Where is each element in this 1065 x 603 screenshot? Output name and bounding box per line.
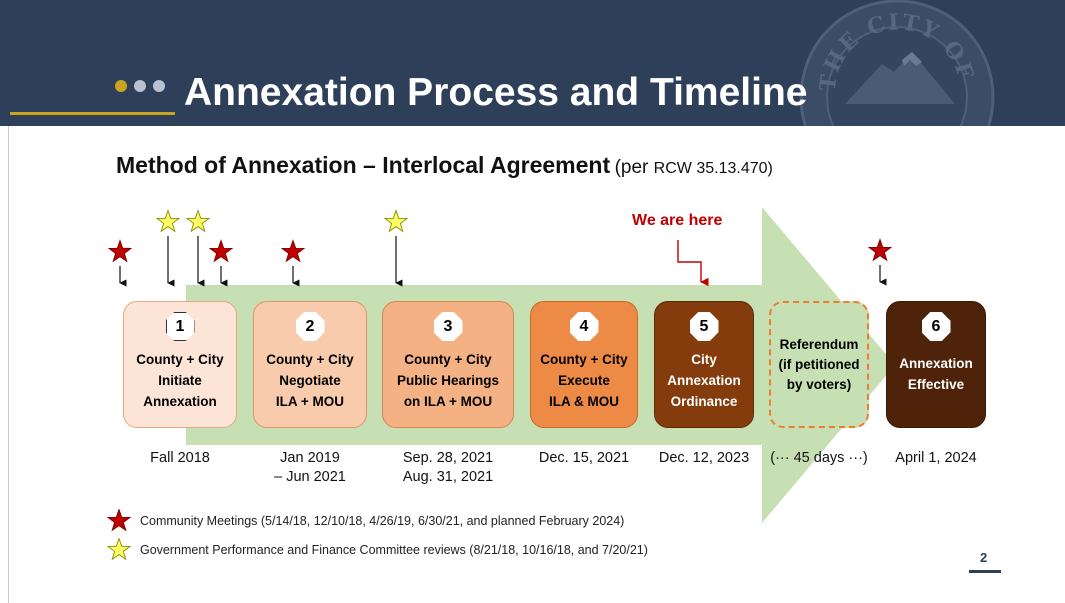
red-star-icon	[107, 239, 133, 263]
step-box-3: 3 County + City Public Hearings on ILA +…	[382, 301, 514, 428]
subtitle-main: Method of Annexation – Interlocal Agreem…	[116, 152, 611, 178]
step-date: April 1, 2024	[895, 450, 977, 466]
step-date: Jan 2019 – Jun 2021	[274, 450, 346, 485]
step-number-badge: 4	[569, 312, 599, 341]
city-seal-watermark: THE CITY OF TACOMA	[790, 0, 1005, 126]
legend-committee-reviews: Government Performance and Finance Commi…	[140, 543, 648, 557]
step-box-1: 1 County + City Initiate Annexation	[123, 301, 237, 428]
step-date: Sep. 28, 2021 Aug. 31, 2021	[402, 450, 494, 485]
subtitle-paren-prefix: (per	[614, 157, 654, 178]
step-text: County + City Negotiate ILA + MOU	[266, 352, 354, 409]
page-title: Annexation Process and Timeline	[184, 71, 808, 114]
step-text: County + City Initiate Annexation	[136, 352, 224, 409]
light-dot-icon	[153, 80, 165, 92]
step-date: Fall 2018	[150, 450, 210, 466]
subtitle: Method of Annexation – Interlocal Agreem…	[116, 152, 773, 179]
step-text: City Annexation Ordinance	[667, 352, 741, 409]
we-are-here-connector	[677, 240, 709, 287]
step-number-badge: 5	[689, 312, 719, 341]
red-star-icon	[106, 509, 132, 532]
step-box-2: 2 County + City Negotiate ILA + MOU	[253, 301, 367, 428]
red-star-icon	[867, 238, 893, 262]
step-text: Referendum (if petitioned by voters)	[778, 336, 860, 392]
step-date: Dec. 15, 2021	[538, 450, 630, 466]
step-text: County + City Execute ILA & MOU	[540, 352, 628, 409]
step-number-badge: 1	[165, 312, 195, 341]
yellow-star-icon	[155, 209, 181, 233]
slide-frame-line	[8, 126, 9, 603]
yellow-star-icon	[106, 538, 132, 561]
step-number-badge: 6	[921, 312, 951, 341]
step-text: County + City Public Hearings on ILA + M…	[396, 352, 500, 409]
step-date: (··· 45 days ···)	[770, 450, 868, 466]
step-text: Annexation Effective	[899, 356, 973, 392]
header-accent-line	[10, 112, 175, 115]
we-are-here-label: We are here	[632, 212, 723, 229]
step-date: Dec. 12, 2023	[658, 450, 750, 466]
step-number-badge: 2	[295, 312, 325, 341]
red-star-icon	[208, 239, 234, 263]
step-box-5: 5 City Annexation Ordinance	[654, 301, 754, 428]
page-number-underline	[969, 570, 1001, 573]
step-box-4: 4 County + City Execute ILA & MOU	[530, 301, 638, 428]
light-dot-icon	[134, 80, 146, 92]
step-number-badge: 3	[433, 312, 463, 341]
subtitle-rcw-reference: RCW 35.13.470)	[653, 160, 773, 177]
step-box-6: 6 Annexation Effective	[886, 301, 986, 428]
legend-community-meetings: Community Meetings (5/14/18, 12/10/18, 4…	[140, 514, 625, 528]
yellow-star-icon	[185, 209, 211, 233]
page-number: 2	[980, 550, 988, 565]
yellow-star-icon	[383, 209, 409, 233]
gold-dot-icon	[115, 80, 127, 92]
red-star-icon	[280, 239, 306, 263]
referendum-box: Referendum (if petitioned by voters)	[769, 301, 869, 428]
